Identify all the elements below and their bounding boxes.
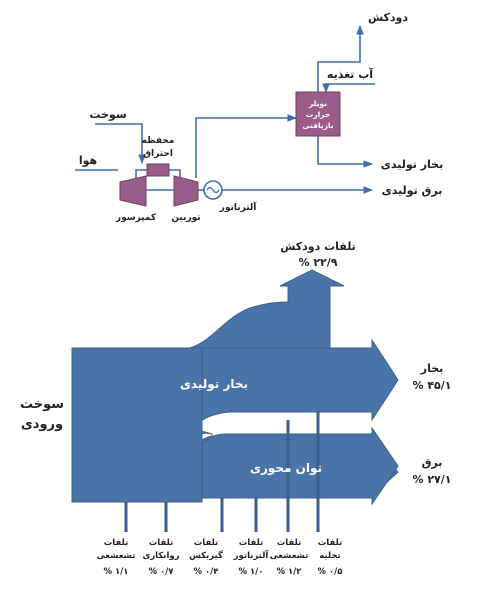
compressor (119, 175, 147, 207)
stack-line (317, 25, 364, 92)
process-schematic (75, 25, 375, 194)
hrsg-label-1: بویلر (308, 99, 327, 108)
shaft-power-band-shape (199, 426, 399, 506)
turbine (173, 175, 199, 207)
alternator-symbol (206, 186, 220, 194)
air-label: هوا (79, 154, 97, 167)
fuel-input-label-2: ورودی (21, 417, 63, 432)
exhaust-line (195, 114, 297, 178)
fuel-input-body (71, 347, 203, 503)
fuel-line (95, 123, 146, 164)
loss-gearbox-l1: تلفات (194, 538, 219, 548)
stack-loss-label: تلفات دودکش (280, 240, 356, 253)
loss-blowdown-value: % ۰/۵ (318, 567, 343, 577)
stack-label: دودکش (368, 11, 408, 24)
feedwater-line (322, 83, 375, 93)
turbine-label: توربین (171, 213, 200, 223)
combustion-chamber-label-1: محفظه (142, 136, 175, 146)
combustion-chamber (146, 163, 170, 177)
loss-alternator-value: % ۱/۰ (239, 567, 264, 577)
steam-output-sankey-value: % ۴۵/۱ (412, 379, 451, 392)
combustion-chamber-label-2: احتراق (143, 149, 173, 159)
alternator-label: آلترناتور (219, 201, 258, 213)
loss-radiation-2-value: % ۱/۲ (277, 567, 303, 577)
combustor-to-turbine-line (167, 169, 181, 178)
power-output-sankey-label: برق (422, 456, 443, 469)
loss-gearbox-value: % ۰/۴ (194, 567, 219, 577)
loss-lines (124, 412, 320, 532)
hrsg-box (295, 91, 341, 137)
fuel-label: سوخت (89, 108, 126, 121)
loss-lubrication-l2: روانکاری (142, 551, 179, 561)
power-output-sankey-value: % ۲۷/۱ (412, 473, 451, 486)
steam-flow-label: بخار تولیدی (180, 377, 248, 392)
steam-output-sankey-label: بخار (420, 362, 444, 375)
hrsg-label-2: حرارت (306, 110, 331, 119)
loss-lubrication-value: % ۰/۷ (149, 567, 175, 577)
sankey-labels: تلفات دودکش % ۲۲/۹ سوخت ورودی بخار تولید… (20, 240, 452, 577)
compressor-to-combustor-line (135, 169, 147, 178)
shaft-power-label: توان محوری (250, 461, 322, 476)
loss-radiation-2-l1: تلفات (277, 538, 302, 548)
loss-radiation-1-l1: تلفات (104, 538, 129, 548)
shaft-power-band (71, 347, 399, 506)
feedwater-label: آب تغذیه (327, 67, 373, 81)
loss-radiation-1-value: % ۱/۱ (104, 567, 129, 577)
loss-blowdown-l2: تخلیه (319, 551, 340, 561)
equipment (119, 91, 341, 207)
steam-output-label: بخار تولیدی (381, 158, 443, 171)
schematic-labels: دودکش آب تغذیه سوخت هوا محفظه احتراق کمپ… (79, 11, 443, 223)
loss-radiation-2-l2: تشعشعی (270, 551, 309, 561)
stack-loss-flow (189, 269, 345, 349)
loss-radiation-1-l2: تشعشعی (97, 551, 136, 561)
loss-lubrication-l1: تلفات (149, 538, 174, 548)
loss-blowdown-l1: تلفات (318, 538, 343, 548)
stack-loss-value: % ۲۲/۹ (298, 256, 337, 269)
hrsg-label-3: بازیافتی (302, 121, 333, 130)
loss-gearbox-l2: گیربکس (189, 550, 223, 561)
power-output-label: برق تولیدی (382, 184, 443, 197)
loss-alternator-l1: تلفات (239, 538, 264, 548)
fuel-input-label-1: سوخت (20, 397, 64, 412)
loss-alternator-l2: آلترناتور (233, 549, 270, 561)
compressor-label: کمپرسور (115, 213, 157, 223)
steam-line (317, 136, 373, 168)
